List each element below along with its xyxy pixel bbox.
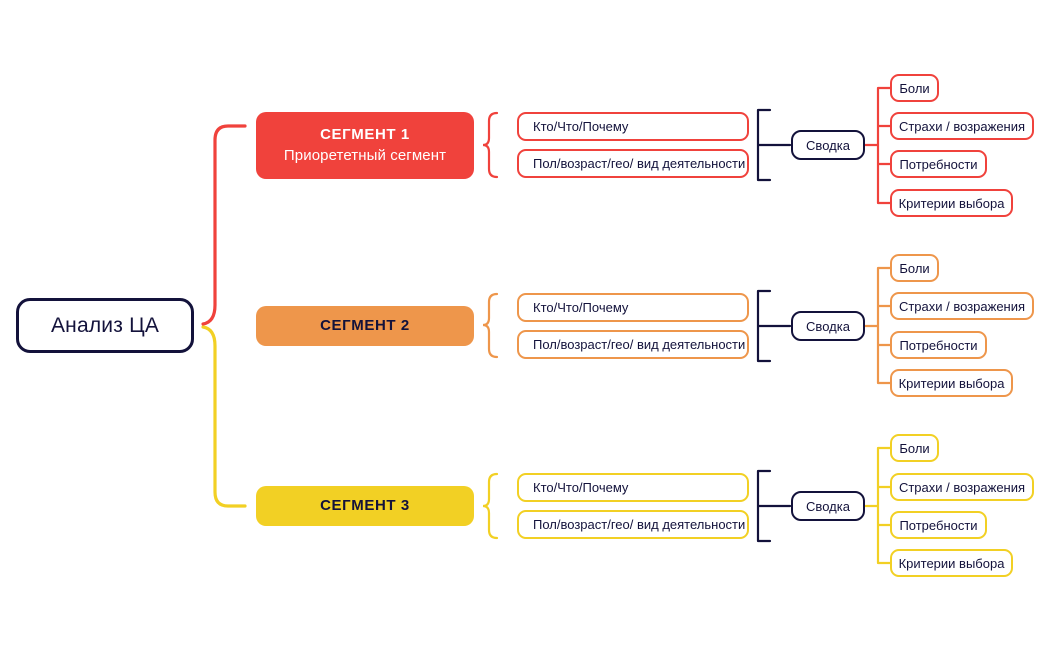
segment-1-summary-label: Сводка (806, 137, 850, 153)
segment-1-leaf-3-label: Потребности (899, 156, 978, 172)
segment-3-leaf-connectors (863, 446, 892, 565)
segment-3-detail-brace (482, 472, 499, 540)
segment-3-leaf-1-label: Боли (899, 440, 930, 456)
segment-3-leaf-2[interactable]: Страхи / возражения (890, 473, 1034, 501)
segment-2-leaf-3[interactable]: Потребности (890, 331, 987, 359)
root-brace-lower (201, 325, 247, 508)
segment-1-leaf-2-label: Страхи / возражения (898, 118, 1026, 134)
segment-3-summary-node[interactable]: Сводка (791, 491, 865, 521)
segment-1-title: СЕГМЕНТ 1 (320, 125, 410, 143)
segment-1-leaf-connectors (863, 86, 892, 205)
segment-2-leaf-1[interactable]: Боли (890, 254, 939, 282)
segment-1-node[interactable]: СЕГМЕНТ 1 Приорететный сегмент (256, 112, 474, 179)
segment-1-subtitle: Приорететный сегмент (283, 146, 447, 164)
segment-1-leaf-4-label: Критерии выбора (898, 195, 1005, 211)
segment-3-leaf-3[interactable]: Потребности (890, 511, 987, 539)
segment-3-node[interactable]: СЕГМЕНТ 3 (256, 486, 474, 526)
segment-3-leaf-4[interactable]: Критерии выбора (890, 549, 1013, 577)
segment-2-summary-bracket (756, 289, 792, 363)
segment-3-detail-1-label: Кто/Что/Почему (533, 480, 629, 495)
segment-2-title: СЕГМЕНТ 2 (320, 316, 410, 334)
segment-2-leaf-2[interactable]: Страхи / возражения (890, 292, 1034, 320)
segment-3-detail-2-label: Пол/возраст/гео/ вид деятельности (533, 517, 746, 532)
segment-2-leaf-2-label: Страхи / возражения (898, 298, 1026, 314)
segment-2-leaf-3-label: Потребности (899, 337, 978, 353)
segment-1-summary-node[interactable]: Сводка (791, 130, 865, 160)
segment-1-leaf-3[interactable]: Потребности (890, 150, 987, 178)
segment-1-detail-2-label: Пол/возраст/гео/ вид деятельности (533, 156, 746, 171)
segment-2-summary-node[interactable]: Сводка (791, 311, 865, 341)
segment-3-leaf-1[interactable]: Боли (890, 434, 939, 462)
segment-2-node[interactable]: СЕГМЕНТ 2 (256, 306, 474, 346)
segment-2-leaf-1-label: Боли (899, 260, 930, 276)
segment-1-detail-2[interactable]: Пол/возраст/гео/ вид деятельности (517, 149, 749, 178)
segment-1-leaf-2[interactable]: Страхи / возражения (890, 112, 1034, 140)
root-node[interactable]: Анализ ЦА (16, 298, 194, 353)
segment-3-detail-1[interactable]: Кто/Что/Почему (517, 473, 749, 502)
root-brace-upper (201, 124, 247, 326)
segment-1-leaf-4[interactable]: Критерии выбора (890, 189, 1013, 217)
segment-3-summary-label: Сводка (806, 498, 850, 514)
segment-1-detail-1[interactable]: Кто/Что/Почему (517, 112, 749, 141)
segment-1-leaf-1-label: Боли (899, 80, 930, 96)
segment-2-summary-label: Сводка (806, 318, 850, 334)
segment-3-detail-2[interactable]: Пол/возраст/гео/ вид деятельности (517, 510, 749, 539)
segment-2-detail-2[interactable]: Пол/возраст/гео/ вид деятельности (517, 330, 749, 359)
segment-1-leaf-1[interactable]: Боли (890, 74, 939, 102)
segment-2-detail-brace (482, 292, 499, 359)
segment-3-title: СЕГМЕНТ 3 (320, 496, 410, 514)
segment-1-detail-brace (482, 111, 499, 179)
segment-3-leaf-2-label: Страхи / возражения (898, 479, 1026, 495)
segment-1-detail-1-label: Кто/Что/Почему (533, 119, 629, 134)
segment-2-detail-1[interactable]: Кто/Что/Почему (517, 293, 749, 322)
segment-2-detail-2-label: Пол/возраст/гео/ вид деятельности (533, 337, 746, 352)
segment-2-detail-1-label: Кто/Что/Почему (533, 300, 629, 315)
segment-3-leaf-4-label: Критерии выбора (898, 555, 1005, 571)
segment-1-summary-bracket (756, 108, 792, 182)
segment-3-summary-bracket (756, 469, 792, 543)
root-node-label: Анализ ЦА (50, 313, 160, 337)
segment-2-leaf-4[interactable]: Критерии выбора (890, 369, 1013, 397)
segment-2-leaf-4-label: Критерии выбора (898, 375, 1005, 391)
segment-2-leaf-connectors (863, 266, 892, 385)
segment-3-leaf-3-label: Потребности (899, 517, 978, 533)
